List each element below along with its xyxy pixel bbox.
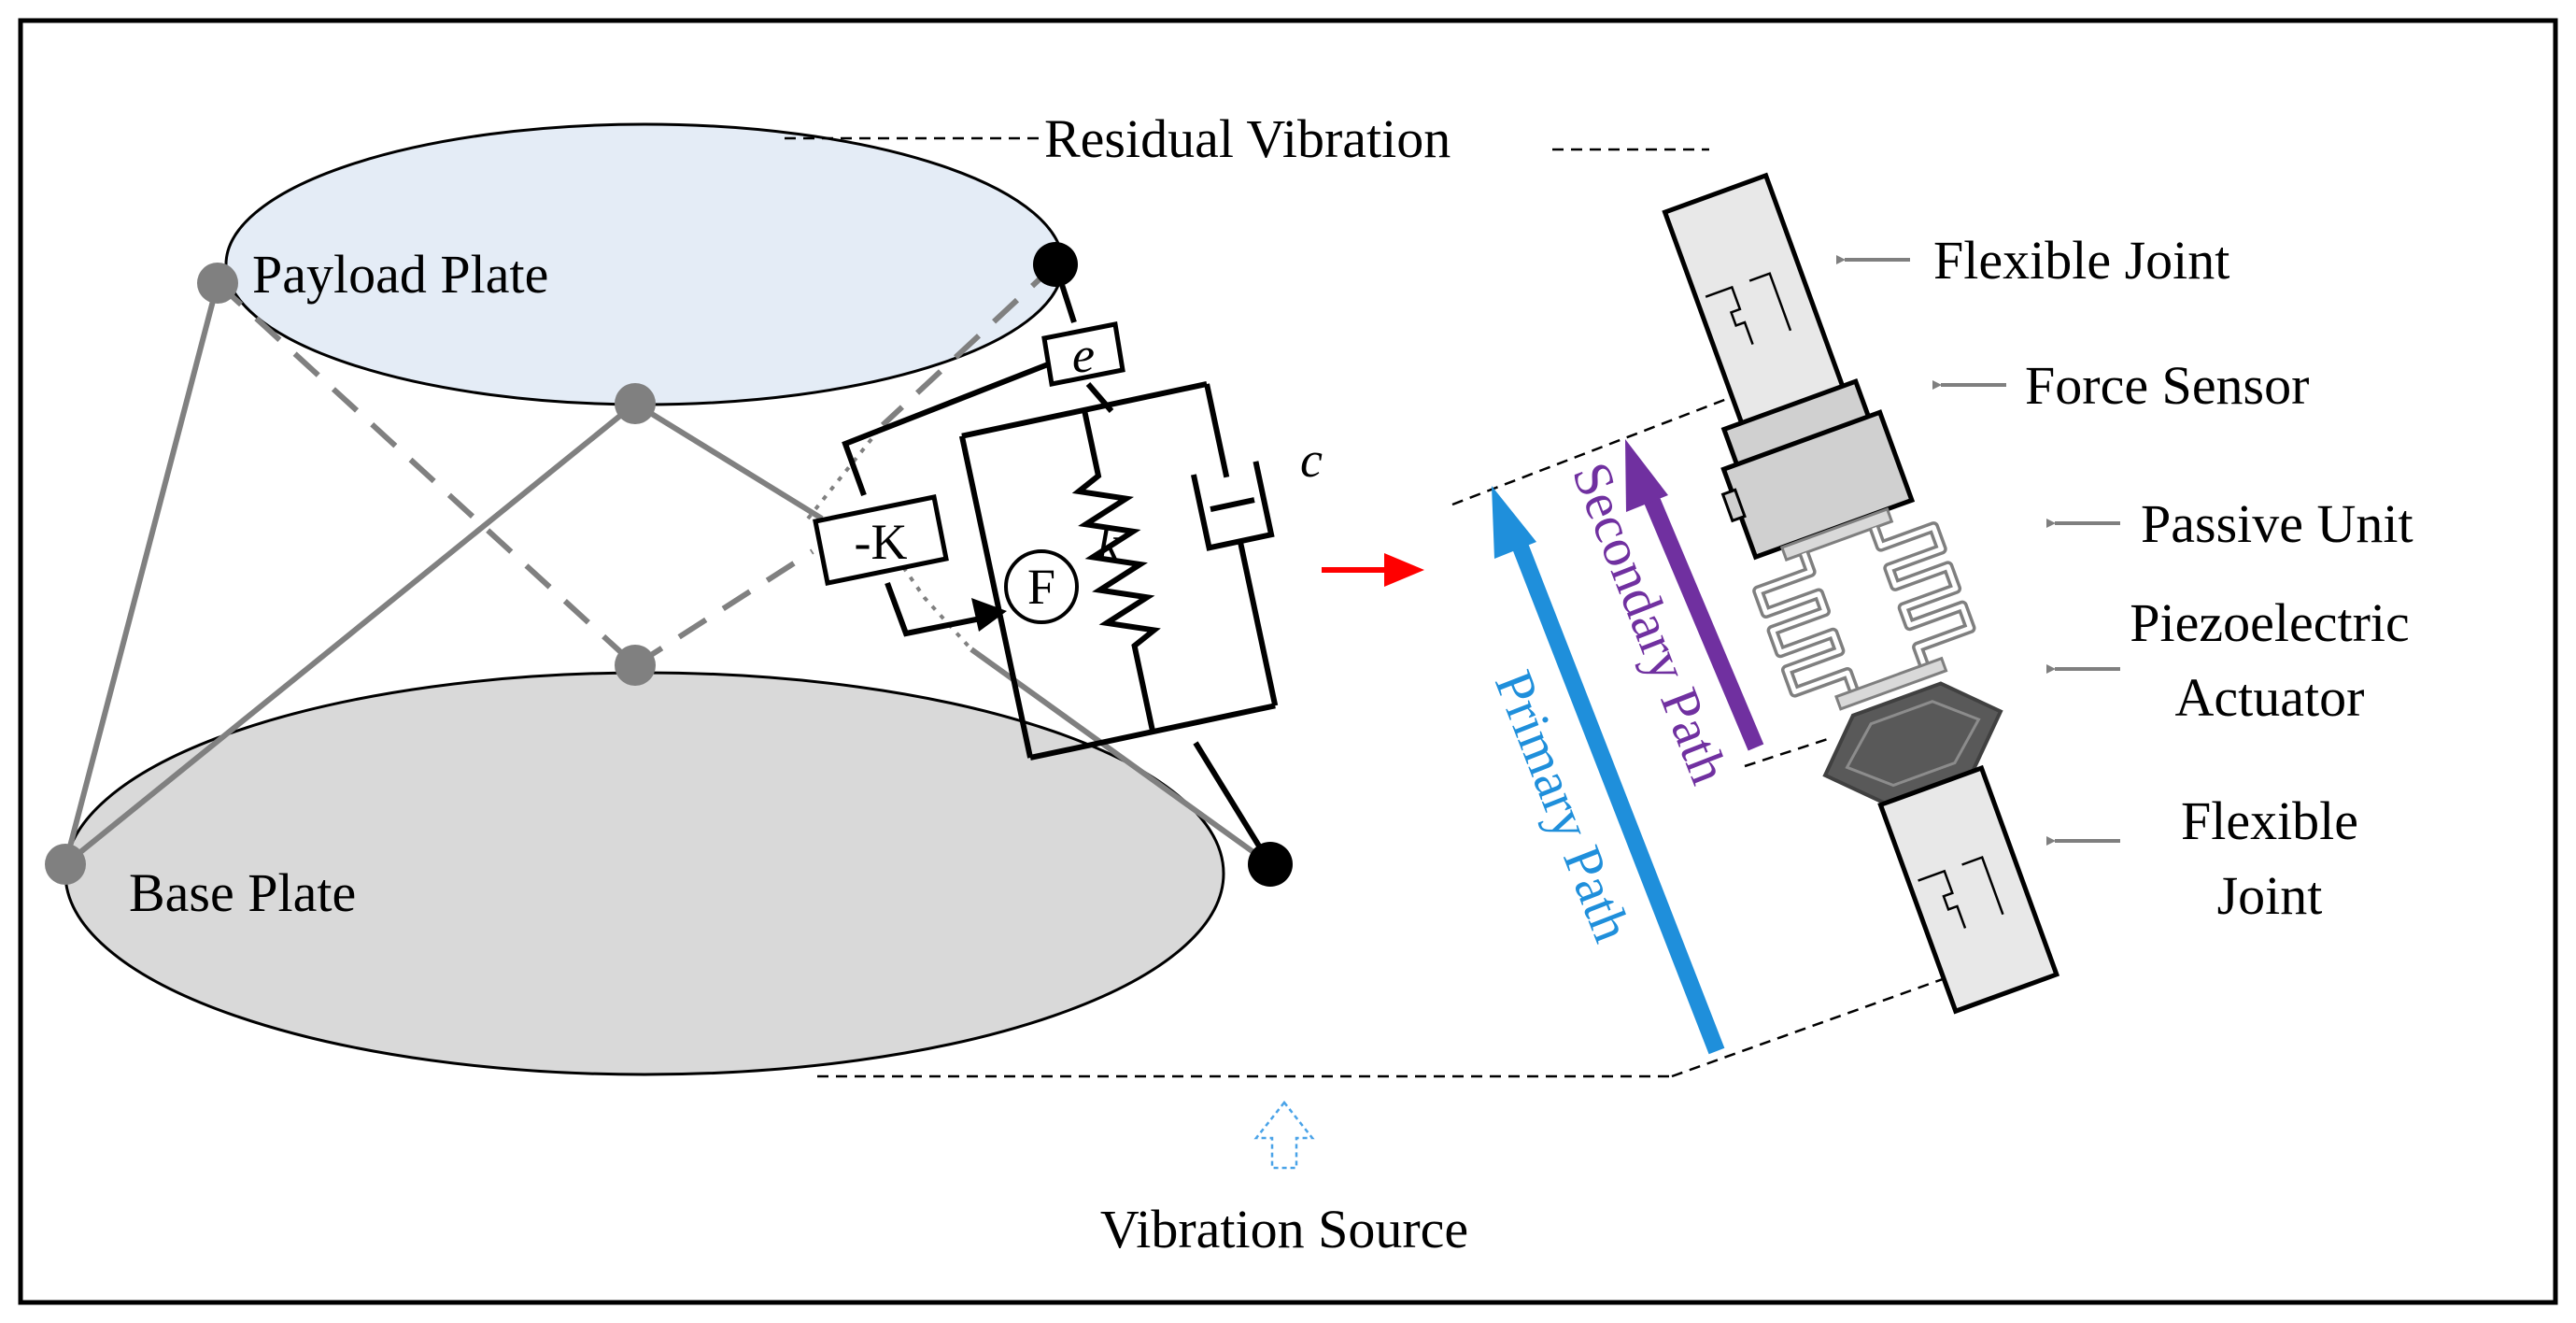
error-sensor-box: e — [1041, 321, 1125, 387]
node-payload-left — [197, 263, 238, 304]
vibration-source-arrow — [1253, 1100, 1315, 1170]
neg-stiffness-symbol: -K — [855, 514, 908, 570]
piezo-label-line2: Actuator — [2175, 667, 2365, 728]
passive-unit-label: Passive Unit — [2141, 493, 2413, 554]
damper — [1190, 461, 1275, 551]
piezoelectric-actuator — [1822, 681, 2003, 805]
active-strut — [1662, 172, 2060, 1015]
base-plate-label: Base Plate — [129, 862, 356, 923]
passive-unit — [1752, 506, 1976, 711]
transfer-arrow — [1322, 553, 1424, 587]
negative-stiffness-box: -K — [813, 494, 949, 586]
flexible-joint-bottom — [1877, 764, 2060, 1015]
vibration-source-label: Vibration Source — [1100, 1199, 1468, 1259]
figure-frame — [18, 18, 2558, 1305]
force-sensor — [1720, 378, 1916, 561]
leg-mechanical-model: e -K F — [813, 263, 1323, 866]
force-symbol: F — [1027, 559, 1055, 615]
flexible-joint-bottom-label-line2: Joint — [2217, 865, 2323, 926]
actuator-force: F — [1004, 549, 1079, 624]
node-payload-mid — [615, 383, 656, 424]
connector-dots — [806, 423, 885, 520]
damping-symbol: c — [1300, 432, 1323, 488]
flexible-joint-top-label: Flexible Joint — [1933, 230, 2229, 291]
flexible-joint-top — [1662, 172, 1847, 431]
residual-vibration-label: Residual Vibration — [1044, 108, 1451, 169]
hexapod-legs — [63, 262, 1272, 867]
error-symbol: e — [1072, 327, 1095, 383]
stiffness-symbol: k — [1097, 516, 1121, 572]
node-base-left — [45, 844, 86, 885]
secondary-path-arrow — [1625, 439, 1764, 751]
node-base-mid — [615, 645, 656, 686]
payload-plate-label: Payload Plate — [252, 244, 548, 305]
spring — [1071, 409, 1161, 733]
piezo-label-line1: Piezoelectric — [2130, 592, 2410, 653]
primary-path-arrow — [1492, 486, 1725, 1055]
flexible-joint-bottom-label-line1: Flexible — [2181, 790, 2358, 851]
force-sensor-label: Force Sensor — [2025, 355, 2309, 416]
